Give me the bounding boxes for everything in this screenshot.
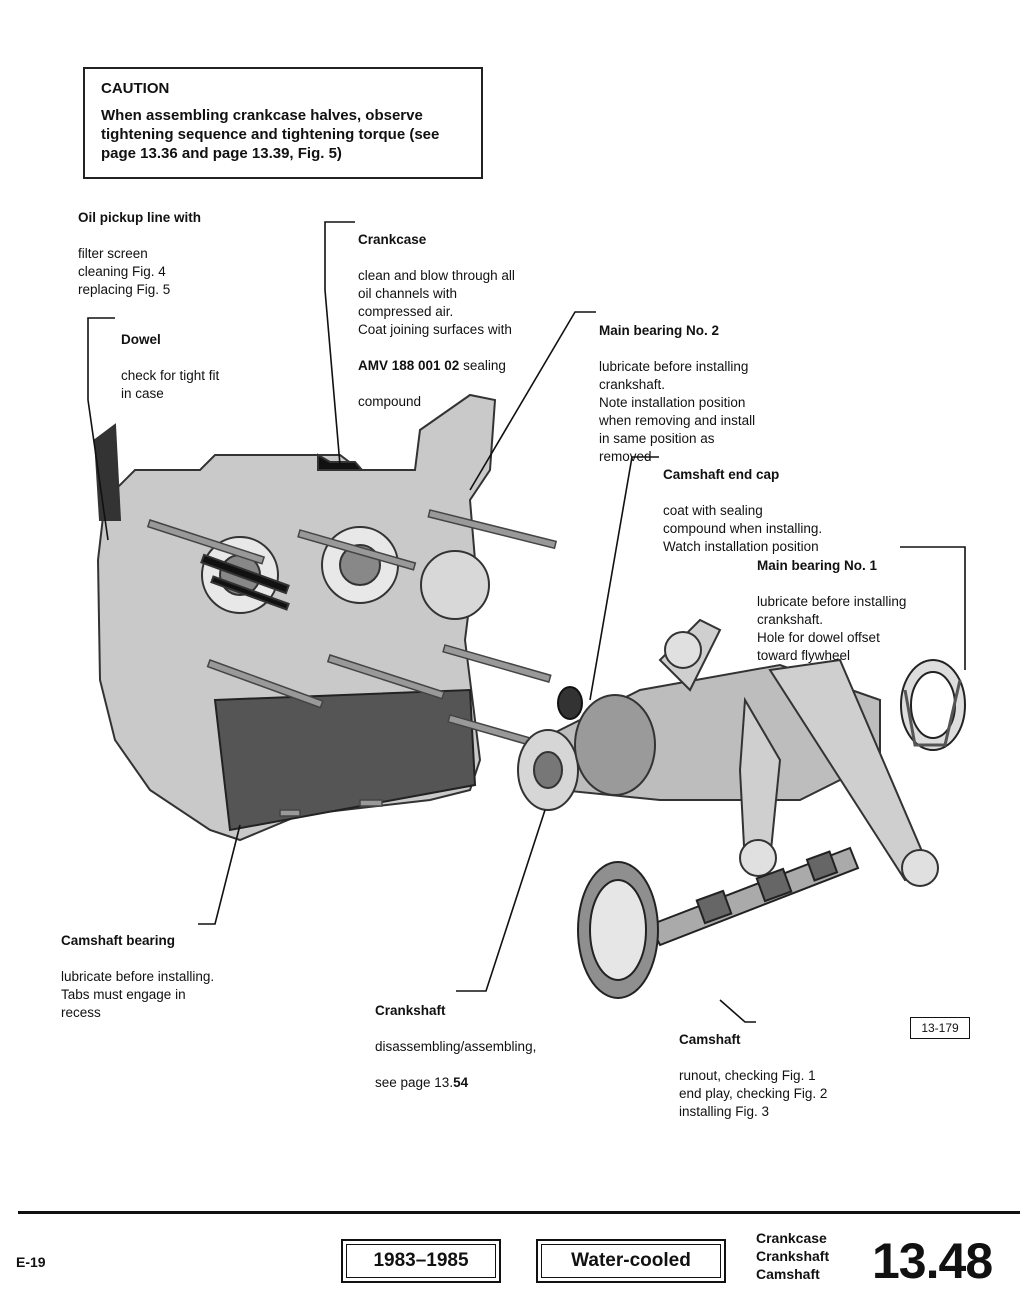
crankcase-sealing-line: AMV 188 001 02 sealing (358, 357, 515, 375)
figure-reference: 13-179 (910, 1017, 970, 1039)
crankshaft-page-line: see page 13.54 (375, 1074, 536, 1092)
camshaft-end-cap-callout: Camshaft end cap coat with sealing compo… (663, 448, 822, 574)
topic-crankshaft: Crankshaft (756, 1248, 830, 1264)
caution-box: CAUTION When assembling crankcase halves… (83, 67, 483, 179)
crankcase-part-number: AMV 188 001 02 (358, 358, 460, 373)
camshaft-drawing (577, 846, 860, 999)
engine-type-label: Water-cooled (571, 1250, 691, 1271)
crankcase-desc: clean and blow through all oil channels … (358, 268, 515, 337)
footer-rule (18, 1211, 1020, 1214)
dowel-callout: Dowel check for tight fit in case (121, 313, 219, 421)
camshaft-bearing-title: Camshaft bearing (61, 933, 176, 948)
crankshaft-desc: disassembling/assembling, (375, 1039, 537, 1054)
crankcase-desc3: compound (358, 394, 422, 409)
main-bearing-1-desc: lubricate before installing crankshaft. … (757, 594, 907, 663)
camshaft-callout: Camshaft runout, checking Fig. 1 end pla… (679, 1013, 827, 1139)
camshaft-end-cap-title: Camshaft end cap (663, 467, 780, 482)
engine-type-box: Water-cooled (536, 1239, 726, 1283)
dowel-title: Dowel (121, 332, 161, 347)
crankcase-title: Crankcase (358, 232, 427, 247)
crankshaft-desc2: see page 13. (375, 1075, 454, 1090)
camshaft-bearing-desc: lubricate before installing. Tabs must e… (61, 969, 215, 1020)
dowel-desc: check for tight fit in case (121, 368, 220, 401)
caution-title: CAUTION (101, 80, 170, 97)
oil-pickup-title: Oil pickup line with (78, 210, 202, 225)
oil-pickup-callout: Oil pickup line with filter screen clean… (78, 191, 201, 317)
section-topics: Crankcase Crankshaft Camshaft (756, 1229, 829, 1283)
oil-pickup-desc: filter screen cleaning Fig. 4 replacing … (78, 246, 171, 297)
main-bearing-1-callout: Main bearing No. 1 lubricate before inst… (757, 539, 906, 683)
years-label: 1983–1985 (373, 1250, 469, 1271)
section-number: 13.48 (872, 1233, 993, 1289)
topic-camshaft: Camshaft (756, 1266, 820, 1282)
main-bearing-2-desc: lubricate before installing crankshaft. … (599, 359, 756, 464)
page-code: E-19 (16, 1254, 46, 1270)
crankshaft-page-number: 54 (453, 1075, 469, 1090)
camshaft-end-cap-desc: coat with sealing compound when installi… (663, 503, 823, 554)
crankcase-callout: Crankcase clean and blow through all oil… (358, 213, 515, 429)
crankcase-desc2: sealing (463, 358, 506, 373)
crankcase-drawing (93, 393, 558, 842)
main-bearing-1-drawing (900, 659, 966, 751)
crankshaft-title: Crankshaft (375, 1003, 446, 1018)
camshaft-end-cap-drawing (557, 686, 583, 720)
main-bearing-2-title: Main bearing No. 2 (599, 323, 720, 338)
topic-crankcase: Crankcase (756, 1230, 827, 1246)
camshaft-bearing-callout: Camshaft bearing lubricate before instal… (61, 914, 214, 1040)
main-bearing-2-callout: Main bearing No. 2 lubricate before inst… (599, 304, 755, 484)
camshaft-title: Camshaft (679, 1032, 741, 1047)
camshaft-desc: runout, checking Fig. 1 end play, checki… (679, 1068, 828, 1119)
main-bearing-1-title: Main bearing No. 1 (757, 558, 878, 573)
crankshaft-callout: Crankshaft disassembling/assembling, see… (375, 984, 536, 1110)
caution-body: When assembling crankcase halves, observ… (101, 107, 440, 162)
years-box: 1983–1985 (341, 1239, 501, 1283)
